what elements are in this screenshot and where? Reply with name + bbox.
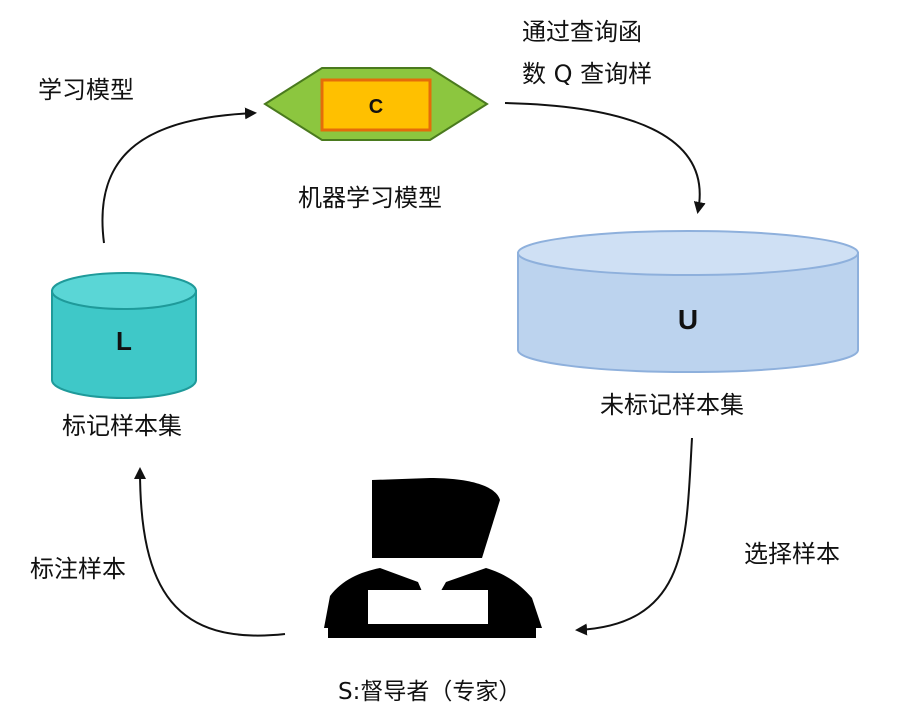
arrow-annotate-sample (134, 467, 286, 637)
unlabeled-set-caption: 未标记样本集 (600, 391, 744, 419)
person-at-laptop-icon (324, 478, 542, 650)
model-node: C (263, 67, 489, 141)
model-inner-box (320, 78, 432, 132)
edge-label-learn-model: 学习模型 (38, 76, 134, 104)
model-letter: C (369, 96, 383, 118)
labeled-set-letter: L (116, 326, 132, 356)
unlabeled-set-cylinder: U (517, 230, 859, 373)
model-caption: 机器学习模型 (298, 184, 442, 212)
labeled-set-caption: 标记样本集 (62, 412, 182, 440)
unlabeled-set-body (517, 252, 859, 373)
arrow-query-samples (504, 102, 706, 214)
supervisor-caption: S:督导者（专家） (338, 679, 522, 705)
edge-label-annotate-sample: 标注样本 (30, 555, 126, 583)
labeled-set-top (51, 272, 197, 310)
edge-label-query-line1: 通过查询函 (522, 18, 642, 46)
arrow-select-sample (575, 437, 693, 636)
laptop-base (328, 624, 536, 638)
person-head (372, 478, 500, 558)
unlabeled-set-top (517, 230, 859, 276)
edge-label-select-sample: 选择样本 (744, 540, 840, 568)
laptop-screen (368, 590, 488, 650)
labeled-set-body (51, 290, 197, 399)
unlabeled-set-letter: U (678, 304, 698, 335)
arrow-learn-model (101, 107, 257, 244)
labeled-set-cylinder: L (51, 272, 197, 399)
edge-label-query-line2: 数 Q 查询样 (522, 60, 653, 88)
